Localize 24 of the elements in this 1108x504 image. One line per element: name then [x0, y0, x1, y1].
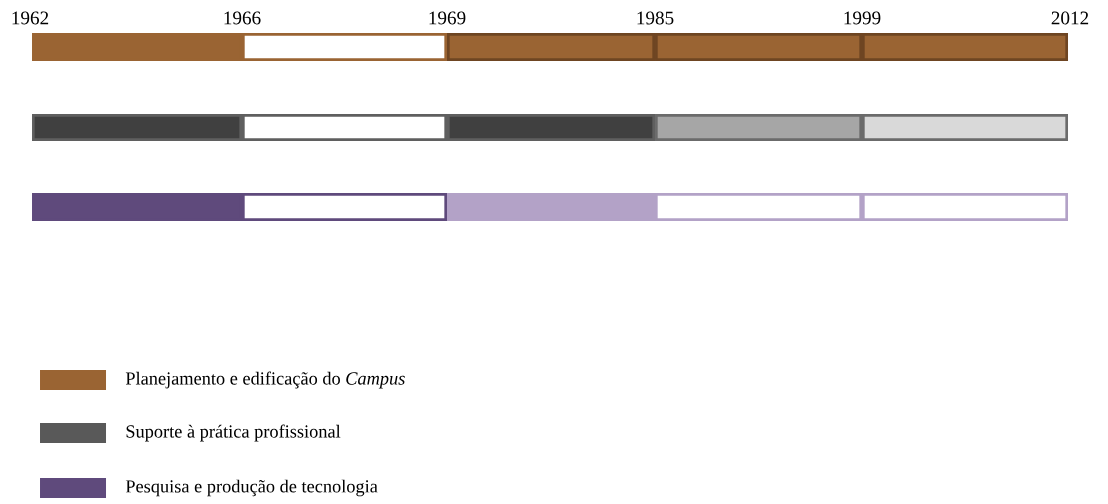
timeline-bar — [242, 193, 447, 221]
timeline-bar — [655, 33, 862, 61]
timeline-bar — [447, 193, 655, 221]
timeline-bar — [32, 33, 242, 61]
timeline-bar — [447, 33, 655, 61]
timeline-bar — [862, 33, 1068, 61]
timeline-bar — [447, 114, 655, 141]
timeline-bar — [862, 114, 1068, 141]
timeline-bar — [32, 193, 242, 221]
year-label: 2012 — [1051, 11, 1089, 25]
timeline-bar — [32, 114, 242, 141]
legend-label: Planejamento e edificação do Campus — [125, 371, 405, 389]
year-label: 1969 — [429, 11, 466, 25]
year-label: 1966 — [224, 11, 261, 25]
legend-label: Suporte à prática profissional — [126, 424, 341, 442]
timeline-bar — [655, 193, 862, 221]
timeline-bar — [862, 193, 1068, 221]
legend-label: Pesquisa e produção de tecnologia — [125, 479, 378, 497]
year-label: 1985 — [637, 11, 674, 25]
timeline-bar — [242, 114, 447, 141]
timeline-bar — [242, 33, 447, 61]
timeline-bar — [655, 114, 862, 141]
year-label: 1999 — [844, 11, 881, 25]
year-label: 1962 — [12, 11, 49, 25]
